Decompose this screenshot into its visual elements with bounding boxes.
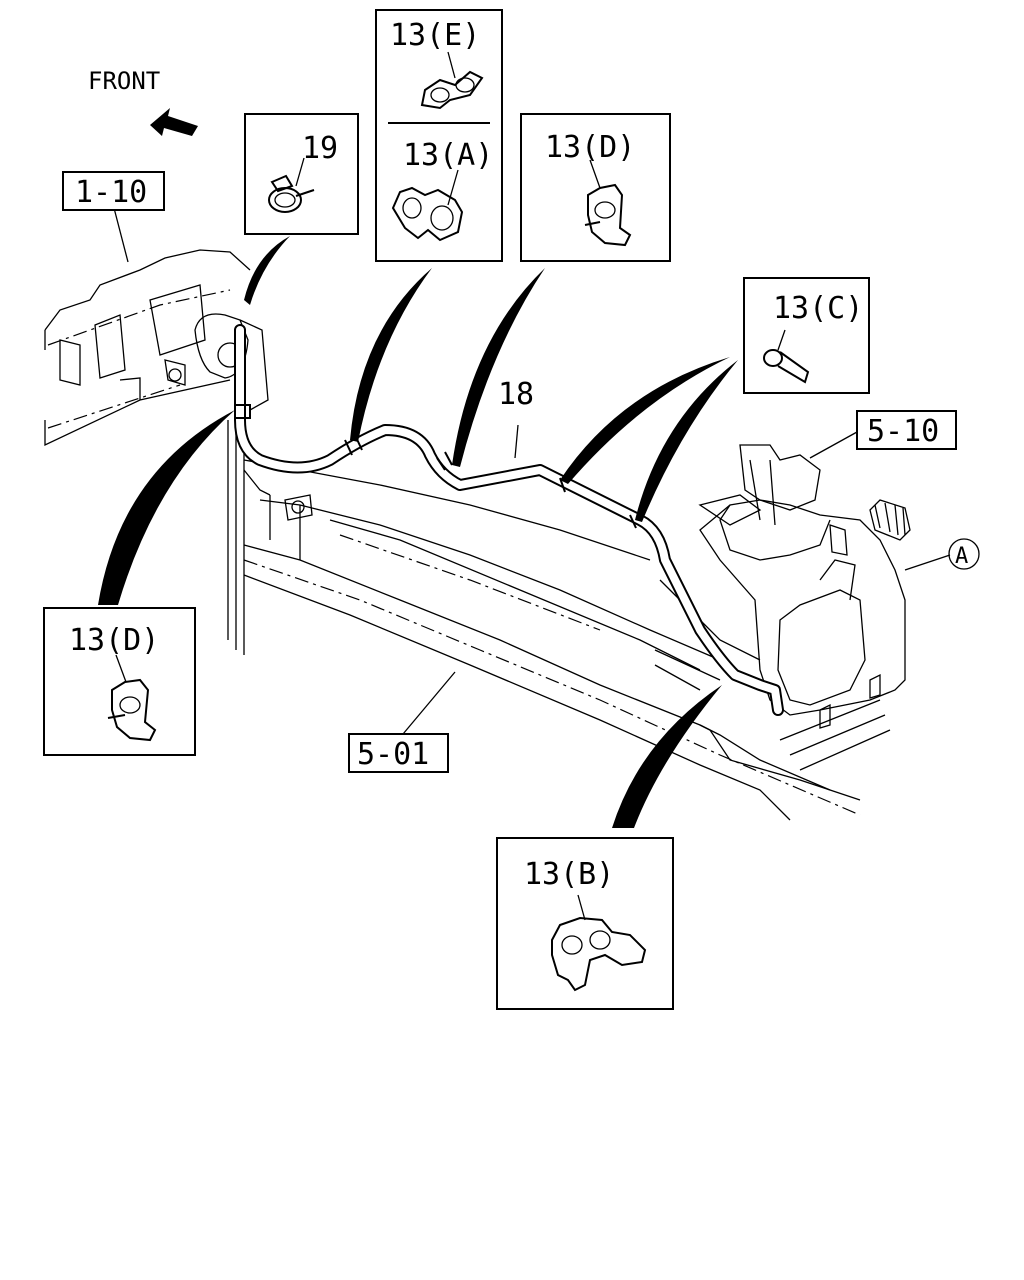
front-indicator: FRONT <box>88 67 198 136</box>
detail-box-13e-13a: 13(E) 13(A) <box>375 9 503 262</box>
clip-13b-icon <box>551 894 647 992</box>
washer-tank <box>654 444 911 729</box>
ref-box-5-10: 5-10 <box>856 410 957 450</box>
part-13b-label: 13(B) <box>524 857 614 892</box>
hose-clamp-icon <box>268 157 315 213</box>
callout-leaders <box>98 207 951 828</box>
clip-13a-icon <box>391 169 464 242</box>
ref-5-10-label: 5-10 <box>867 414 939 449</box>
detail-box-13d-top: 13(D) <box>520 113 671 262</box>
part-19-label: 19 <box>302 131 338 166</box>
part-13e-label: 13(E) <box>390 18 480 53</box>
detail-box-13d-left: 13(D) <box>43 607 196 756</box>
part-13d-top-label: 13(D) <box>545 130 635 165</box>
detail-box-13b: 13(B) <box>496 837 674 1010</box>
ref-box-5-01: 5-01 <box>348 733 449 773</box>
detail-box-19: 19 <box>244 113 359 235</box>
washer-hose-18 <box>234 324 784 716</box>
ref-1-10-label: 1-10 <box>75 175 147 210</box>
view-a-marker: A <box>948 538 980 570</box>
ref-5-01-label: 5-01 <box>357 737 429 772</box>
clip-13c-icon <box>763 329 810 384</box>
clip-13e-icon <box>420 51 484 110</box>
part-18-label: 18 <box>498 377 534 412</box>
view-a-label: A <box>955 544 968 569</box>
clip-13d-top-icon <box>584 159 632 247</box>
part-13a-label: 13(A) <box>403 138 493 173</box>
front-label: FRONT <box>88 67 160 95</box>
detail-box-13c: 13(C) <box>743 277 870 394</box>
clip-13d-left-icon <box>107 654 157 742</box>
ref-box-1-10: 1-10 <box>62 171 165 211</box>
part-13d-left-label: 13(D) <box>69 623 159 658</box>
part-13c-label: 13(C) <box>773 291 863 326</box>
front-arrow-icon <box>150 108 198 136</box>
